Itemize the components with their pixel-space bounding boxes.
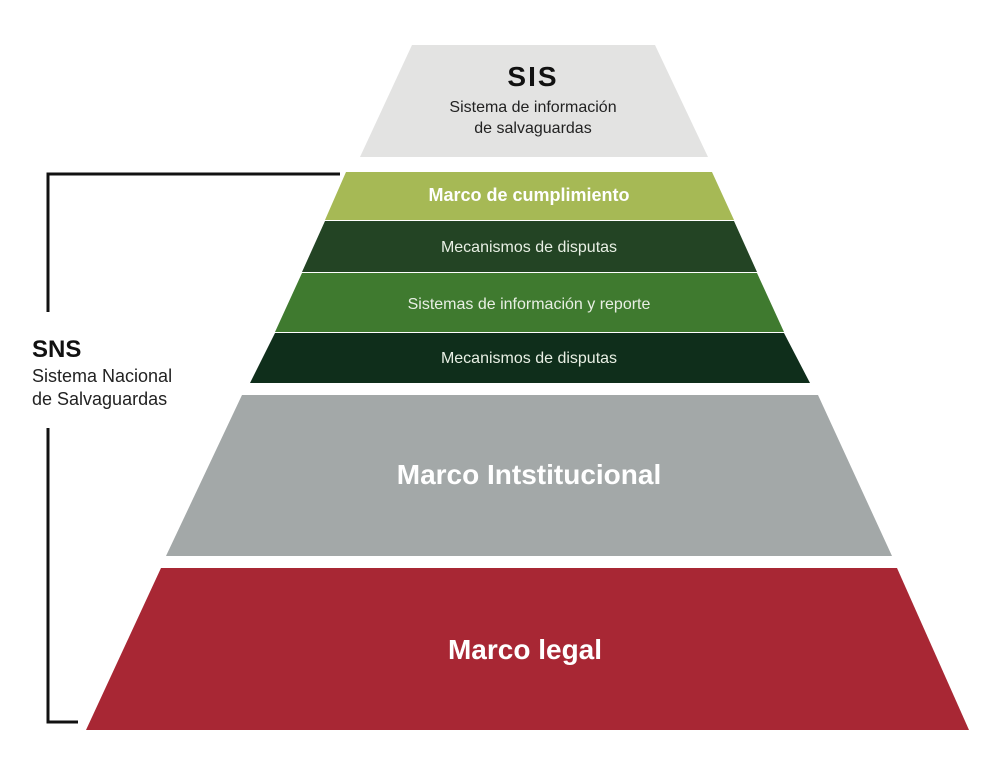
sis-title: SIS: [507, 61, 558, 92]
layer-institucional-label: Marco Intstitucional: [397, 459, 661, 490]
layer-disputas-bottom-label: Mecanismos de disputas: [441, 350, 617, 367]
layer-disputas-bottom: [250, 333, 810, 383]
layer-legal: [86, 568, 969, 730]
layer-informacion-label: Sistemas de información y reporte: [408, 296, 651, 313]
sis-subtitle-line1: Sistema de información: [449, 99, 616, 116]
layer-cumplimiento-label: Marco de cumplimiento: [428, 185, 629, 205]
layer-disputas-top-label: Mecanismos de disputas: [441, 239, 617, 256]
sis-block: [360, 45, 708, 157]
sns-bracket-top: [46, 172, 340, 312]
sns-subtitle-line1: Sistema Nacional: [32, 366, 172, 386]
sns-title: SNS: [32, 336, 81, 363]
layer-legal-label: Marco legal: [448, 634, 602, 665]
layer-cumplimiento: [325, 172, 734, 220]
layer-informacion: [275, 273, 784, 332]
sns-bracket-bottom: [46, 428, 78, 724]
layer-institucional: [166, 395, 892, 556]
sis-subtitle-line2: de salvaguardas: [474, 120, 591, 137]
sns-subtitle-line2: de Salvaguardas: [32, 389, 167, 409]
layer-disputas-top: [302, 221, 757, 272]
